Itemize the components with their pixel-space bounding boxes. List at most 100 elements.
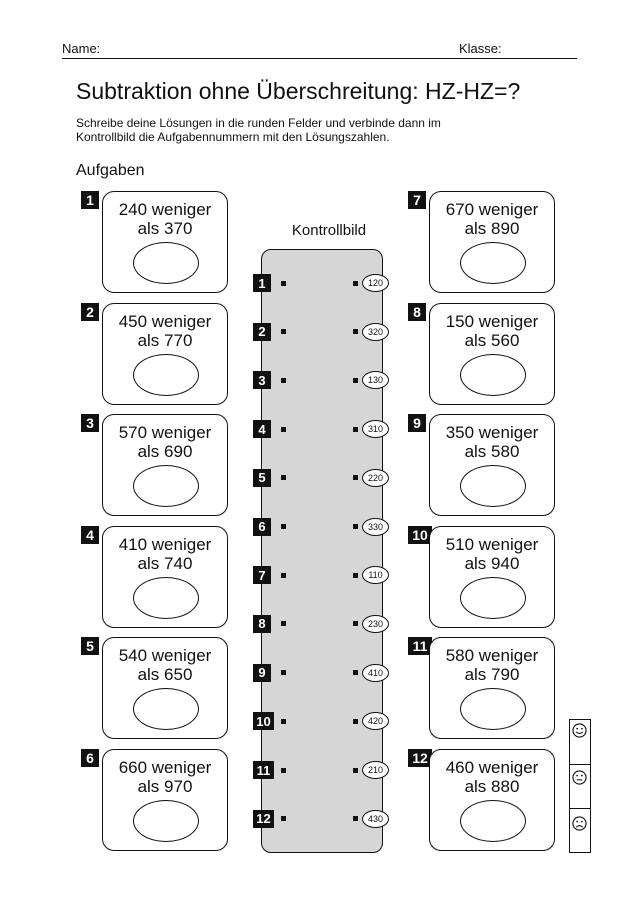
task-line: als 880 [464, 776, 520, 796]
connection-dot-left[interactable] [281, 426, 286, 432]
task-line: 540 weniger [118, 646, 212, 665]
control-number: 7 [253, 566, 271, 585]
task-number: 11 [408, 637, 432, 655]
solution-number: 420 [362, 712, 389, 731]
smiley-happy-icon[interactable] [572, 723, 587, 738]
answer-field[interactable] [133, 688, 199, 730]
smiley-sad-icon[interactable] [572, 816, 587, 831]
self-assessment-box [569, 719, 591, 853]
answer-field[interactable] [133, 353, 199, 396]
answer-field[interactable] [460, 353, 526, 396]
answer-field[interactable] [460, 465, 526, 507]
solution-number: 110 [362, 566, 389, 585]
task-number: 4 [81, 525, 99, 544]
answer-field[interactable] [133, 576, 199, 619]
instruction-line: Kontrollbild die Aufgabennummern mit den… [76, 130, 390, 144]
control-panel [261, 249, 383, 853]
connection-dot-right[interactable] [353, 621, 358, 627]
solution-number: 320 [362, 322, 389, 341]
task-number: 12 [408, 748, 432, 767]
connection-dot-left[interactable] [281, 377, 286, 383]
task-line: 510 weniger [445, 534, 539, 554]
task-line: als 970 [137, 776, 193, 796]
connection-dot-left[interactable] [281, 524, 286, 529]
connection-dot-left[interactable] [281, 767, 286, 773]
connection-dot-right[interactable] [353, 670, 358, 676]
control-number: 5 [253, 468, 271, 487]
connection-dot-right[interactable] [353, 329, 358, 335]
connection-dot-right[interactable] [353, 572, 358, 578]
connection-dot-left[interactable] [281, 572, 286, 578]
task-number: 7 [408, 191, 426, 209]
connection-dot-right[interactable] [353, 718, 358, 724]
task-line: 450 weniger [118, 311, 212, 331]
connection-dot-right[interactable] [353, 767, 358, 773]
solution-number: 220 [362, 468, 389, 487]
solution-number: 120 [362, 274, 389, 292]
control-number: 12 [253, 809, 274, 828]
connection-dot-right[interactable] [353, 377, 358, 383]
connection-dot-right[interactable] [353, 524, 358, 529]
task-line: als 740 [137, 553, 193, 573]
task-number: 8 [408, 302, 426, 321]
connection-dot-left[interactable] [281, 329, 286, 335]
task-line: als 580 [464, 442, 520, 461]
task-line: 410 weniger [118, 534, 212, 554]
task-line: 460 weniger [445, 757, 539, 777]
control-number: 3 [253, 371, 271, 390]
control-panel-title: Kontrollbild [291, 222, 367, 239]
connection-dot-left[interactable] [281, 718, 286, 724]
worksheet-title: Subtraktion ohne Überschreitung: HZ-HZ=? [76, 78, 521, 104]
smiley-neutral-icon[interactable] [572, 770, 587, 785]
control-number: 10 [253, 712, 274, 731]
task-line: 660 weniger [118, 757, 212, 777]
connection-dot-left[interactable] [281, 670, 286, 676]
answer-field[interactable] [460, 799, 526, 842]
control-number: 9 [253, 663, 271, 682]
instruction-line: Schreibe deine Lösungen in die runden Fe… [76, 116, 441, 130]
connection-dot-right[interactable] [353, 475, 358, 481]
answer-field[interactable] [133, 242, 199, 284]
control-number: 6 [253, 517, 271, 536]
solution-number: 130 [362, 371, 389, 390]
task-number: 3 [81, 414, 99, 432]
task-line: 580 weniger [445, 646, 539, 665]
answer-field[interactable] [460, 688, 526, 730]
task-number: 2 [81, 302, 99, 321]
connection-dot-left[interactable] [281, 475, 286, 481]
connection-dot-left[interactable] [281, 280, 286, 286]
answer-field[interactable] [460, 576, 526, 619]
connection-dot-right[interactable] [353, 816, 358, 822]
task-line: 570 weniger [118, 423, 212, 442]
task-line: als 770 [137, 330, 193, 350]
connection-dot-left[interactable] [281, 816, 286, 822]
task-line: 240 weniger [118, 200, 212, 219]
task-number: 10 [408, 525, 432, 544]
solution-number: 330 [362, 517, 389, 536]
solution-number: 430 [362, 809, 389, 828]
answer-field[interactable] [133, 799, 199, 842]
connection-dot-left[interactable] [281, 621, 286, 627]
control-number: 11 [253, 761, 274, 779]
control-number: 8 [253, 614, 271, 633]
answer-field[interactable] [133, 465, 199, 507]
answer-field[interactable] [460, 242, 526, 284]
connection-dot-right[interactable] [353, 280, 358, 286]
connection-dot-right[interactable] [353, 426, 358, 432]
task-line: als 650 [137, 665, 193, 684]
task-line: 670 weniger [445, 200, 539, 219]
control-number: 1 [253, 274, 271, 292]
